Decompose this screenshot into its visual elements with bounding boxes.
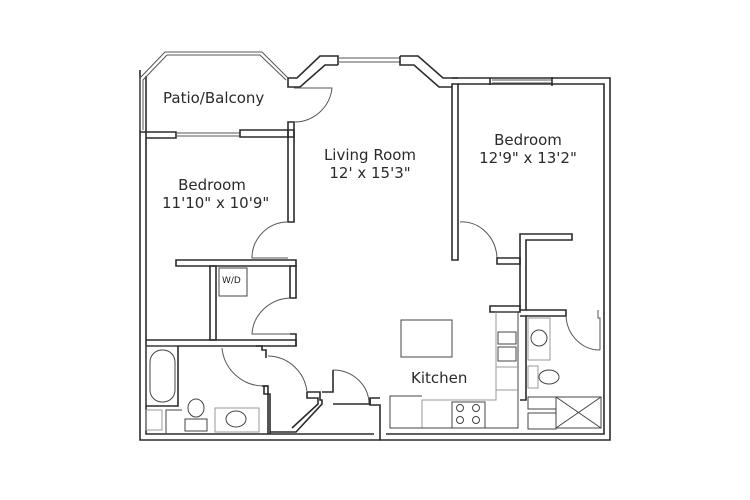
patio-door — [293, 87, 333, 123]
washer-dryer — [218, 267, 248, 297]
left-bath-door — [221, 347, 265, 387]
room-label-living-room: Living Room 12' x 15'3" — [320, 146, 420, 182]
exterior-walls — [139, 70, 611, 441]
room-dimensions: 11'10" x 10'9" — [162, 194, 270, 212]
room-name: Kitchen — [411, 369, 468, 387]
bedroom-left-partition — [287, 121, 295, 223]
left-bath-fixtures — [145, 345, 269, 434]
bedroom-left-top-wall — [140, 129, 295, 139]
closet-walls — [146, 259, 297, 347]
washer-dryer-label: W/D — [222, 276, 241, 286]
room-name: Bedroom — [178, 176, 246, 194]
entry-walls — [263, 355, 380, 434]
bedroom-right-partition — [451, 83, 573, 313]
room-label-bedroom-left: Bedroom 11'10" x 10'9" — [162, 176, 270, 212]
room-label-patio: Patio/Balcony — [163, 88, 264, 107]
bedroom-right-window — [489, 77, 553, 86]
room-name: Living Room — [323, 146, 417, 164]
room-label-kitchen: Kitchen — [411, 368, 467, 387]
entry-closet-door — [267, 355, 308, 393]
right-bath-walls — [520, 309, 602, 430]
bathtub — [149, 349, 176, 403]
room-name: Bedroom — [494, 131, 562, 149]
front-entry-door — [332, 369, 370, 405]
kitchen-island — [400, 319, 453, 358]
kitchen-fixtures — [389, 311, 519, 429]
room-label-bedroom-right: Bedroom 12'9" x 13'2" — [478, 131, 578, 167]
patio-walls — [139, 51, 289, 130]
living-room-top-wall — [287, 55, 458, 88]
room-dimensions: 12' x 15'3" — [329, 164, 411, 182]
room-dimensions: 12'9" x 13'2" — [479, 149, 577, 167]
bedroom-left-door — [251, 221, 289, 259]
room-name: Patio/Balcony — [163, 89, 265, 107]
right-bath-door — [565, 315, 601, 351]
laundry-door — [251, 297, 291, 335]
